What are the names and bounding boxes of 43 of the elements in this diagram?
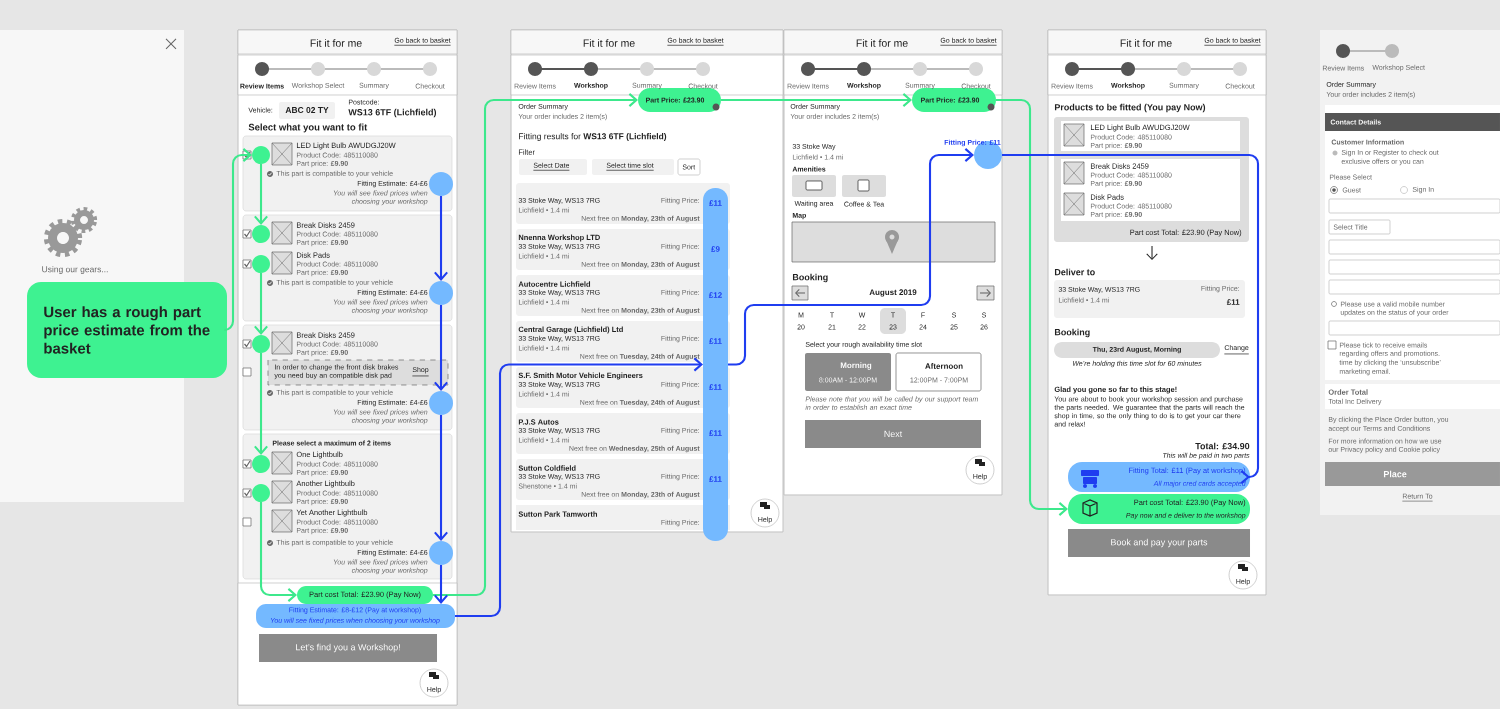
screen-title: Fit it for me — [856, 39, 908, 47]
flow-arrow — [254, 273, 268, 335]
screen-title: Fit it for me — [583, 39, 635, 47]
highlight-circle — [252, 255, 270, 273]
primary-button: Book and pay your parts — [1068, 529, 1250, 557]
flow-arrow — [254, 353, 268, 455]
primary-button: Let’s find you a Workshop! — [259, 634, 437, 662]
section-title: Select what you want to fit — [248, 123, 368, 133]
flow-arrow — [259, 502, 298, 602]
highlight-circle — [252, 455, 270, 473]
screen-title: Fit it for me — [1120, 39, 1172, 47]
flow-arrow — [434, 305, 448, 391]
highlight-circle — [429, 541, 453, 565]
postcode-text: WS13 6TF (Lichfield) — [348, 108, 437, 118]
highlight-circle — [252, 335, 270, 353]
section-title: Products to be fitted (You pay Now) — [1054, 103, 1206, 113]
flow-arrow — [434, 565, 448, 604]
highlight-circle — [429, 391, 453, 415]
highlight-circle — [252, 146, 270, 164]
loading-text: Using our gears... — [42, 266, 108, 274]
flow-arrow — [1002, 153, 1260, 484]
flow-arrow — [721, 93, 913, 107]
section-title: Booking — [1054, 328, 1090, 338]
flow-arrow — [434, 415, 448, 541]
flow-arrow — [728, 148, 974, 366]
flow-arrow — [434, 196, 448, 281]
flow-arrow — [433, 93, 639, 597]
section-title: Deliver to — [1054, 268, 1095, 276]
primary-button: Next — [805, 420, 981, 448]
flow-arrow — [223, 148, 252, 332]
place-order-button: Place — [1325, 462, 1500, 486]
flow-arrow — [455, 357, 704, 618]
screen-title: Fit it for me — [310, 39, 362, 47]
section-title: Booking — [792, 273, 828, 283]
flow-arrow — [996, 98, 1069, 516]
highlight-circle — [429, 172, 453, 196]
highlight-circle — [429, 281, 453, 305]
callout-text: User has a rough part price estimate from the basket — [44, 306, 210, 354]
highlight-circle — [252, 225, 270, 243]
total-price: Total: £34.90 — [1195, 442, 1250, 450]
highlight-circle — [252, 484, 270, 502]
flow-arrow — [254, 164, 268, 225]
results-heading: Fitting results for WS13 6TF (Lichfield) — [519, 133, 667, 141]
